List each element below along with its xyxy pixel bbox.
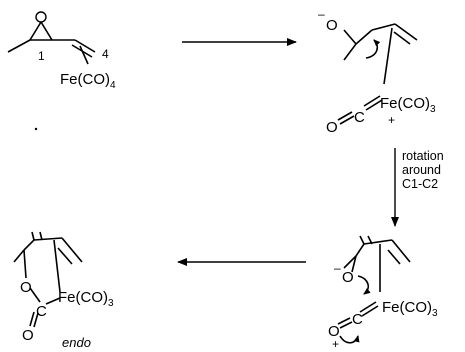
co-bond-b <box>337 317 351 325</box>
allyl-top <box>31 231 35 241</box>
c2-c3-bond <box>363 239 393 245</box>
stray-dot <box>34 127 38 131</box>
product-caption: endo <box>62 335 91 350</box>
vinyl-bond-a <box>74 39 96 53</box>
carbonyl-c-a: C <box>354 109 365 126</box>
c2-c3-bond <box>33 237 63 241</box>
metal-bond-p <box>53 239 61 293</box>
methyl-bond <box>343 255 357 269</box>
c3-c4-bond <box>391 239 411 263</box>
atom-label-c1: 1 <box>38 49 45 63</box>
epoxide-oxygen <box>35 11 47 23</box>
acyl-co-bond-2 <box>33 312 39 328</box>
allyl-top <box>359 235 365 245</box>
step-label-line-1: rotation <box>402 149 444 163</box>
carbonyl-c-b: C <box>352 311 363 328</box>
curved-arrow-b1 <box>357 275 371 295</box>
carbonyl-o-a: O <box>326 119 338 136</box>
acyl-c-p: C <box>36 303 47 320</box>
oxide-charge-a: – <box>318 7 325 21</box>
methyl-bond <box>343 43 357 61</box>
methyl-bond <box>13 249 25 263</box>
carbonyl-bond <box>363 95 381 107</box>
ketene-co-bond <box>337 111 353 121</box>
oxide-charge-b: – <box>334 261 341 275</box>
co-bond-b-2 <box>339 321 353 329</box>
carbonyl-bond <box>359 301 377 313</box>
c1-o-bond <box>23 249 27 279</box>
metal-label-a: Fe(CO)3 <box>380 95 436 115</box>
ring-oxygen-p: O <box>20 279 32 296</box>
carbonyl-bond-2 <box>365 99 383 111</box>
acyl-o-p: O <box>22 327 34 344</box>
metal-label-start: Fe(CO)4 <box>60 71 116 91</box>
c3-c4-bond-inner <box>387 249 401 265</box>
carbonyl-bond-2 <box>361 305 379 317</box>
start-complex <box>7 21 96 65</box>
c3-c4-bond <box>61 237 83 263</box>
methyl-bond <box>7 39 31 53</box>
c1-c2-bond <box>355 243 365 257</box>
allyl-top-2 <box>39 231 43 241</box>
metal-coordination-line <box>79 45 89 65</box>
metal-label-p: Fe(CO)3 <box>58 289 114 309</box>
step-label-line-3: C1-C2 <box>402 177 438 191</box>
step-label-line-2: around <box>402 163 441 177</box>
metal-bond-a <box>383 27 393 85</box>
curved-arrow-b2 <box>339 335 360 344</box>
o-c-bond <box>29 287 41 303</box>
carbonyl-charge-b: + <box>332 337 339 351</box>
intermediate-b <box>337 235 411 344</box>
carbonyl-o-b: O <box>328 323 340 340</box>
c3-c4-bond-inner <box>57 247 73 265</box>
c1-c2-bond <box>355 29 373 45</box>
metal-label-b: Fe(CO)3 <box>382 299 438 319</box>
ketene-co-bond-2 <box>339 115 355 125</box>
atom-label-c4: 4 <box>102 47 109 61</box>
acyl-co-bond <box>29 311 35 327</box>
metal-charge-a: + <box>388 113 395 127</box>
intermediate-a <box>337 23 418 125</box>
epoxide-bond-o-c2 <box>40 21 53 41</box>
c1-oxide-bond <box>343 29 357 45</box>
oxide-atom-a: O <box>326 17 338 34</box>
oxide-atom-b: O <box>342 269 354 286</box>
c3-c4-bond <box>394 23 418 41</box>
allyl-top-2 <box>367 235 373 245</box>
product-complex <box>13 231 83 328</box>
c1-c2-bond <box>23 239 35 251</box>
oxide-bond-b <box>351 255 357 273</box>
c2-c3-bond <box>371 23 396 31</box>
epoxide-bond-o-c1 <box>29 21 42 41</box>
c-fe-bond <box>45 297 61 305</box>
c3-c4-bond-inner <box>393 31 411 45</box>
curved-arrow-a <box>365 39 381 59</box>
